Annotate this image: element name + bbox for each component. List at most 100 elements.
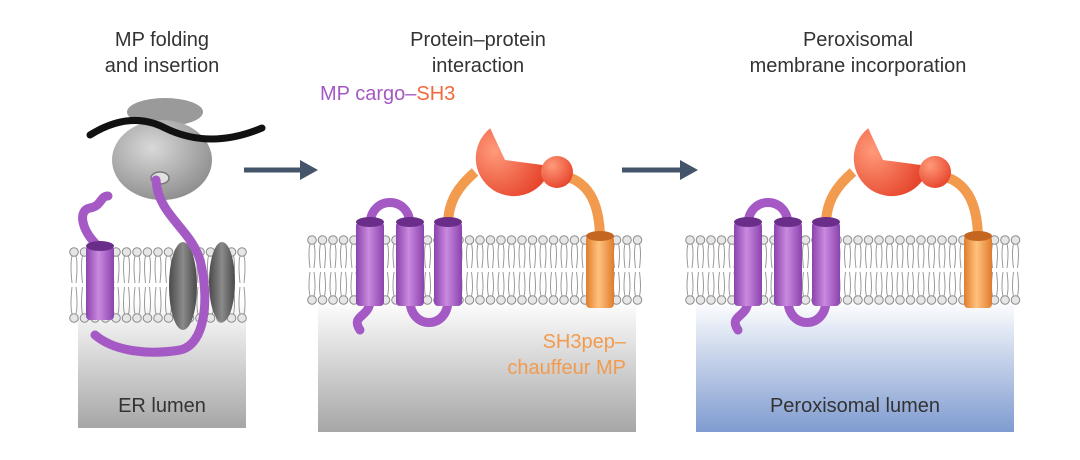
chauffeur-label-line1: SH3pep– xyxy=(543,331,627,353)
lipid-head xyxy=(947,295,958,305)
cargo-label-part2: SH3 xyxy=(416,83,455,105)
nascent-chain-nterm xyxy=(78,191,113,253)
cargo-helix-3 xyxy=(434,222,462,306)
lipid-head xyxy=(905,235,916,245)
lipid-head xyxy=(853,295,863,305)
lipid-head xyxy=(338,235,349,245)
cargo3-loop-top xyxy=(743,198,793,226)
lipid-head xyxy=(706,235,716,245)
lipid-tails xyxy=(949,243,956,297)
lipid-head xyxy=(163,247,174,257)
lipid-head xyxy=(895,235,905,245)
lipid-head xyxy=(317,295,328,305)
lipid-head xyxy=(716,235,727,245)
translocon-oval-right xyxy=(209,242,235,322)
lipid-head xyxy=(422,235,433,245)
lipid-head xyxy=(559,235,569,245)
cargo-linker xyxy=(443,168,479,226)
lipid-head xyxy=(926,235,937,245)
cargo-loop-top xyxy=(365,198,415,226)
lipid-tails xyxy=(308,243,316,297)
lipid-head xyxy=(695,235,706,245)
lipid-tails xyxy=(917,243,925,297)
cargo3-helix-1 xyxy=(734,222,762,306)
cargo-helix-1-top xyxy=(356,217,384,227)
lipid-tails xyxy=(697,243,704,297)
lipid-head xyxy=(632,295,643,305)
sh3-domain-icon xyxy=(475,128,551,197)
lipid-head xyxy=(842,295,853,305)
lipid-head xyxy=(464,295,475,305)
lipid-head xyxy=(485,295,496,305)
lipid-head xyxy=(916,295,926,305)
lipid-tails xyxy=(686,243,694,297)
panel-1: MP folding and insertion xyxy=(69,29,266,428)
lipid-tails xyxy=(844,243,851,297)
lipid-head xyxy=(422,295,433,305)
lipid-tails xyxy=(928,243,935,297)
lipid-tails xyxy=(518,243,526,297)
panel-1-title-line1: MP folding xyxy=(115,29,209,51)
chauffeur3-helix-top xyxy=(964,231,992,241)
lipid-tails xyxy=(497,243,505,297)
panel-3-title-line2: membrane incorporation xyxy=(750,55,967,77)
panel-2-title-line1: Protein–protein xyxy=(410,29,546,51)
lipid-head xyxy=(874,235,884,245)
lipid-tails xyxy=(508,243,515,297)
lipid-head xyxy=(121,247,132,257)
lipid-head xyxy=(716,295,727,305)
lipid-head xyxy=(153,247,163,257)
lipid-head xyxy=(622,295,632,305)
lipid-tails xyxy=(896,243,904,297)
lipid-head xyxy=(142,247,153,257)
ribosome-icon xyxy=(112,120,212,200)
lipid-head xyxy=(569,235,580,245)
lipid-head xyxy=(121,313,132,323)
lipid-head xyxy=(916,235,926,245)
lipid-head xyxy=(527,295,538,305)
tm-helix-er-top xyxy=(86,241,114,251)
lipid-tails xyxy=(539,243,547,297)
lipid-head xyxy=(132,313,142,323)
lipid-head xyxy=(475,295,485,305)
chauffeur-helix-top xyxy=(586,231,614,241)
sh3-domain-icon-3 xyxy=(853,128,929,197)
cargo-helix-1 xyxy=(356,222,384,306)
lipid-tails xyxy=(907,243,914,297)
lipid-tails xyxy=(123,255,130,315)
lipid-head xyxy=(937,235,947,245)
lipid-head xyxy=(538,295,548,305)
lipid-tails xyxy=(634,243,641,297)
lipid-head xyxy=(863,235,874,245)
lipid-head xyxy=(1010,235,1021,245)
cargo-helix-2 xyxy=(396,222,424,306)
chauffeur-label-line2: chauffeur MP xyxy=(507,357,626,379)
lipid-tails xyxy=(550,243,557,297)
lipid-head xyxy=(559,295,569,305)
lipid-head xyxy=(937,295,947,305)
lipid-tails xyxy=(144,255,151,315)
lipid-tails xyxy=(466,243,473,297)
lipid-tails xyxy=(329,243,337,297)
cargo-label-part1: MP cargo– xyxy=(320,83,417,105)
lipid-head xyxy=(695,295,706,305)
lipid-head xyxy=(853,235,863,245)
lipid-head xyxy=(163,313,174,323)
lipid-tails xyxy=(938,243,946,297)
lipid-head xyxy=(538,235,548,245)
lipid-head xyxy=(475,235,485,245)
lipid-head xyxy=(622,235,632,245)
arrow-2-icon xyxy=(622,160,698,180)
lipid-head xyxy=(800,295,811,305)
lipid-head xyxy=(506,235,517,245)
lipid-tails xyxy=(886,243,893,297)
cargo3-linker xyxy=(821,168,857,226)
lipid-head xyxy=(517,295,527,305)
lipid-head xyxy=(307,235,317,245)
lipid-head xyxy=(548,235,559,245)
lipid-head xyxy=(884,295,895,305)
lipid-tails xyxy=(802,243,809,297)
lipid-tails xyxy=(319,243,326,297)
translocon-oval-left xyxy=(169,242,197,330)
lipid-head xyxy=(884,235,895,245)
